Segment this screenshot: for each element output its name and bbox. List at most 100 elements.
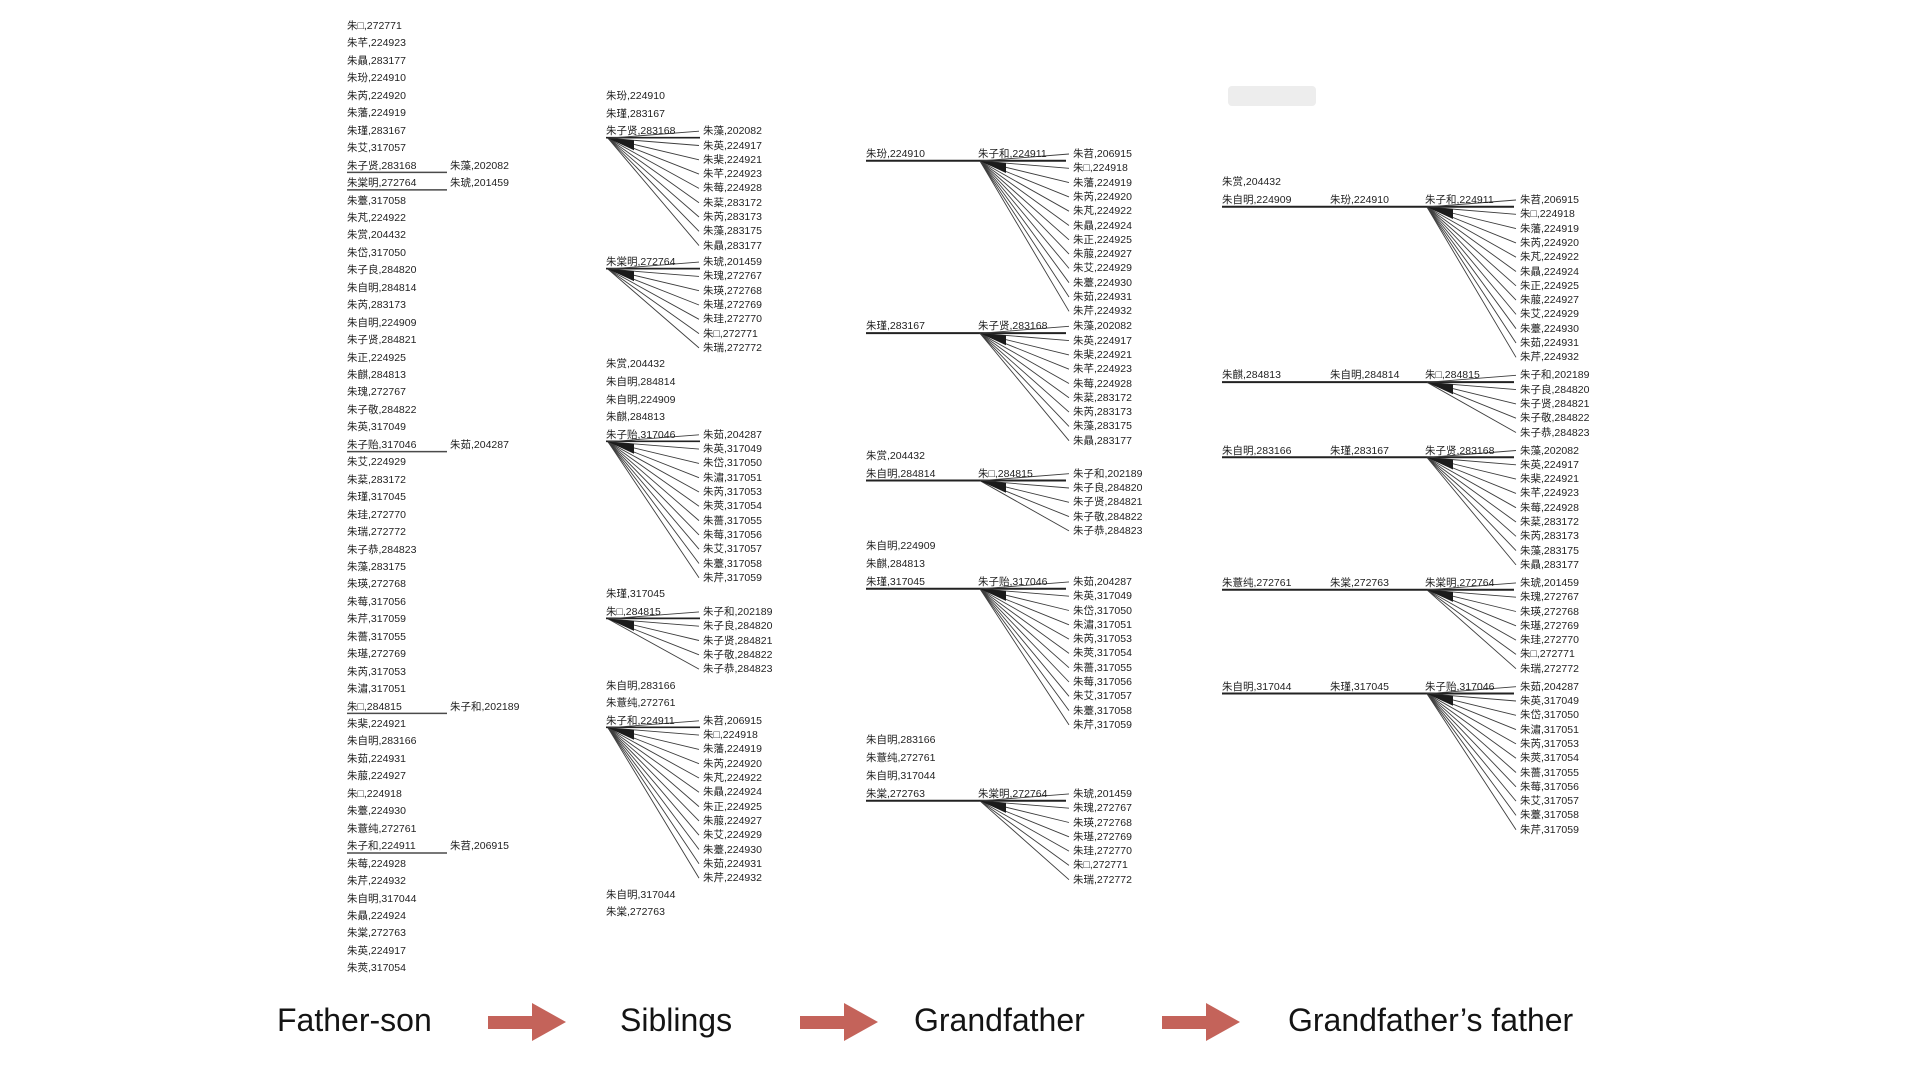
connector-line	[979, 800, 1070, 881]
ancestor-label: 朱瑾,317045	[1330, 680, 1389, 693]
child-person-label: 朱芮,224920	[1073, 190, 1132, 203]
connector-line	[1426, 457, 1517, 566]
ancestor-label: 朱自明,283166	[866, 733, 936, 746]
person-label: 朱薏纯,272761	[347, 822, 417, 835]
connector-line	[979, 160, 1070, 212]
child-person-label: 朱芮,283173	[1073, 406, 1132, 419]
child-person-label: 朱琥,201459	[703, 256, 762, 269]
child-person-label: 朱瑛,272768	[1073, 816, 1132, 829]
person-label: 朱棠,272763	[347, 927, 406, 940]
connector-line	[1426, 686, 1517, 695]
person-label: 朱子贤,284821	[347, 334, 417, 347]
child-person-label: 朱子敬,284822	[703, 648, 773, 661]
person-label: 朱薔,317055	[347, 630, 406, 643]
connector-line	[607, 727, 700, 879]
connector-line	[607, 727, 700, 779]
person-label: 朱瑾,283167	[347, 124, 406, 137]
connector-line	[1426, 457, 1517, 523]
person-label: 朱艾,317057	[347, 142, 406, 155]
child-person-label: 朱贔,283177	[1073, 434, 1132, 447]
person-label: 朱自明,283166	[606, 679, 676, 692]
child-person-label: 朱岱,317050	[1073, 604, 1132, 617]
connector-line	[979, 160, 1070, 312]
person-label: 朱子敬,284822	[347, 403, 417, 416]
child-person-label: 朱芮,283173	[1520, 530, 1579, 543]
ancestor-label: 朱瑾,317045	[866, 575, 925, 588]
child-person-label: 朱薹,317058	[1073, 704, 1132, 717]
person-label: 朱自明,284814	[606, 376, 676, 388]
child-person-label: 朱菔,224927	[703, 814, 762, 827]
parent-person-label: 朱棠明,272764	[606, 256, 676, 269]
person-label: 朱莢,317054	[347, 962, 406, 975]
child-person-label: 朱芊,224923	[1520, 487, 1579, 500]
child-person-label: 朱贔,283177	[1520, 558, 1579, 571]
person-label: 朱赏,204432	[347, 229, 406, 242]
fanout-wedge	[1427, 457, 1453, 470]
child-person-label: 朱英,317049	[703, 443, 762, 456]
person-label: 朱茹,224931	[347, 752, 406, 765]
person-label: 朱薹,224930	[347, 805, 406, 818]
child-person-label: 朱□,272771	[1520, 648, 1575, 661]
fanout-wedge	[1427, 382, 1453, 395]
person-label: 朱芹,224932	[347, 875, 406, 888]
connector-line	[979, 588, 1070, 697]
connector-line	[607, 720, 700, 729]
child-person-label: 朱棐,224921	[703, 153, 762, 166]
child-person-label: 朱岱,317050	[703, 457, 762, 470]
child-person-label: 朱棐,224921	[1073, 348, 1132, 361]
child-person-label: 朱英,317049	[1073, 590, 1132, 603]
parent-person-label: 朱□,284815	[1425, 369, 1480, 382]
ancestor-label: 朱自明,317044	[1222, 680, 1292, 693]
child-person-label: 朱正,224925	[703, 800, 762, 813]
child-person-label: 朱莢,317054	[703, 500, 762, 513]
child-person-label: 朱瑛,272768	[1520, 605, 1579, 618]
fanout-wedge	[608, 618, 634, 631]
person-label: 朱瑾,317045	[347, 491, 406, 504]
connector-line	[607, 727, 700, 793]
child-person-label: 朱子良,284820	[703, 620, 773, 633]
parent-person-label: 朱子和,224911	[606, 714, 675, 727]
fanout-wedge	[608, 727, 634, 740]
person-label: 朱棻,283172	[347, 473, 406, 486]
parent-person-label: 朱子贻,317046	[1425, 680, 1495, 693]
connector-line	[1426, 206, 1517, 358]
child-person-label: 朱□,224918	[703, 729, 758, 742]
child-person-label: 朱芹,224932	[1073, 305, 1132, 318]
connector-line	[607, 611, 700, 620]
person-label: 朱芹,317059	[347, 613, 406, 626]
child-person-label: 朱莓,224928	[1073, 377, 1132, 390]
child-person-label: 朱茹,204287	[1073, 575, 1132, 588]
child-person-label: 朱莓,224928	[1520, 501, 1579, 514]
person-label: 朱英,224917	[347, 944, 406, 957]
ancestor-label: 朱麒,284813	[1222, 369, 1281, 382]
connector-line	[1426, 457, 1517, 509]
connector-line	[979, 473, 1070, 482]
linked-person-label: 朱藻,202082	[450, 159, 509, 172]
connector-line	[607, 434, 700, 443]
connector-line	[979, 581, 1070, 590]
child-person-label: 朱藩,224919	[1520, 222, 1579, 235]
person-label: 朱子恭,284823	[347, 543, 417, 556]
connector-line	[979, 480, 1070, 532]
connector-line	[1426, 693, 1517, 830]
child-person-label: 朱瑞,272772	[1073, 873, 1132, 886]
connector-line	[607, 137, 700, 204]
parent-person-label: 朱棠明,272764	[1425, 576, 1495, 589]
ancestor-label: 朱自明,284814	[1330, 369, 1400, 382]
connector-line	[1426, 589, 1517, 655]
child-person-label: 朱芮,317053	[1073, 633, 1132, 646]
person-label: 朱自明,317044	[606, 888, 676, 901]
connector-line	[607, 441, 700, 550]
child-person-label: 朱正,224925	[1520, 279, 1579, 292]
child-person-label: 朱茹,204287	[1520, 680, 1579, 693]
connector-line	[979, 793, 1070, 802]
child-person-label: 朱艾,317057	[703, 543, 762, 556]
connector-line	[979, 325, 1070, 334]
child-person-label: 朱瑰,272767	[703, 270, 762, 283]
child-person-label: 朱茹,204287	[703, 428, 762, 441]
child-person-label: 朱莓,317056	[1073, 676, 1132, 688]
parent-person-label: 朱子贤,283168	[978, 320, 1048, 333]
child-person-label: 朱莓,224928	[703, 182, 762, 195]
connector-line	[607, 130, 700, 139]
ancestor-label: 朱自明,283166	[1222, 444, 1292, 457]
